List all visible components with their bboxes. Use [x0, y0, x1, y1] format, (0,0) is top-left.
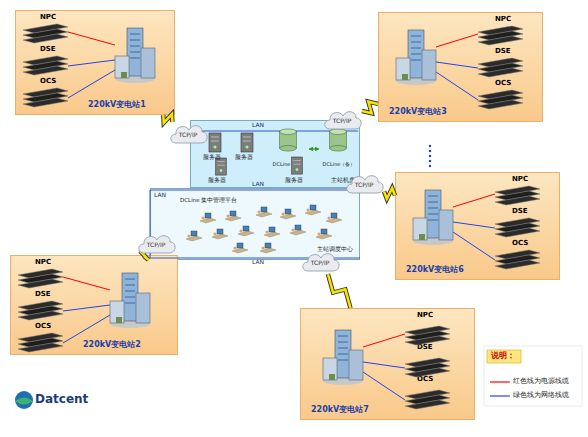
network-cloud: TCP/IP: [344, 172, 384, 196]
lightning-link: [384, 188, 395, 199]
dcline-node: DCLine（备）: [319, 127, 359, 171]
dcline-node: DCLine（主）: [269, 127, 309, 171]
logo-text: Datcent: [35, 393, 88, 406]
node-text: DCLine（备）: [319, 162, 359, 168]
platform-label: DCLine 集中管理平台: [180, 197, 237, 203]
device-label: NPC: [40, 14, 56, 22]
connector-stroke: [163, 114, 172, 123]
server-label: 服务器: [285, 177, 303, 184]
legend-text: 红色线为电源线缆: [513, 378, 569, 385]
node-text: 220kV变电站7: [311, 406, 369, 415]
node-text: TCP/IP: [322, 118, 362, 125]
substation-box: 220kV变电站3 NPC DSE OCS: [378, 12, 543, 122]
device-label: NPC: [35, 259, 51, 267]
node-text: 主站调度中心: [317, 246, 353, 253]
server-label: 服务器: [203, 154, 221, 161]
connector-stroke: [362, 102, 378, 114]
node-text: 220kV变电站1: [88, 101, 146, 110]
node-text: 220kV变电站3: [389, 108, 447, 117]
connector-stroke: [384, 188, 395, 199]
device-label: OCS: [495, 80, 511, 88]
device-label: NPC: [512, 176, 528, 184]
network-cloud: TCP/IP: [300, 250, 340, 274]
lan-label: LAN: [252, 259, 264, 266]
device-label: NPC: [495, 16, 511, 24]
connector-stroke: [163, 114, 172, 123]
connector-stroke: [328, 274, 351, 308]
device-label: DSE: [495, 48, 511, 56]
server-label: 服务器: [235, 154, 253, 161]
network-cloud: TCP/IP: [322, 108, 362, 132]
connector-stroke: [362, 102, 378, 114]
node-text: 主站机房: [331, 177, 355, 184]
node-text: TCP/IP: [136, 242, 176, 249]
node-text: 220kV变电站2: [83, 341, 141, 350]
network-cloud: TCP/IP: [136, 232, 176, 256]
node-text: TCP/IP: [300, 260, 340, 267]
lan-label: LAN: [154, 192, 166, 199]
device-label: OCS: [40, 78, 56, 86]
substation-box: 220kV变电站1 NPC DSE OCS: [15, 10, 175, 115]
device-label: DSE: [417, 344, 433, 352]
substation-box: 220kV变电站6 NPC DSE OCS: [395, 172, 560, 280]
device-label: DSE: [40, 46, 56, 54]
device-label: DSE: [35, 291, 51, 299]
device-label: DSE: [512, 208, 528, 216]
lan-label: LAN: [252, 181, 264, 188]
node-text: 220kV变电站6: [406, 266, 464, 275]
lightning-link: [328, 274, 351, 308]
lightning-link: [362, 102, 378, 114]
substation-box: 220kV变电站7 NPC DSE OCS: [300, 308, 475, 420]
device-label: OCS: [417, 376, 433, 384]
connector-stroke: [328, 274, 351, 308]
lan-label: LAN: [252, 122, 264, 129]
legend-title: 说明：: [491, 352, 515, 361]
connector-stroke: [384, 188, 395, 199]
substation-box: 220kV变电站2 NPC DSE OCS: [10, 255, 178, 355]
node-text: TCP/IP: [344, 182, 384, 189]
node-text: TCP/IP: [168, 132, 208, 139]
lightning-link: [163, 114, 172, 123]
device-label: OCS: [35, 323, 51, 331]
network-cloud: TCP/IP: [168, 122, 208, 146]
server-label: 服务器: [208, 177, 226, 184]
device-label: OCS: [512, 240, 528, 248]
node-text: DCLine（主）: [269, 162, 309, 168]
device-label: NPC: [417, 312, 433, 320]
legend-text: 绿色线为网络线缆: [513, 392, 569, 399]
